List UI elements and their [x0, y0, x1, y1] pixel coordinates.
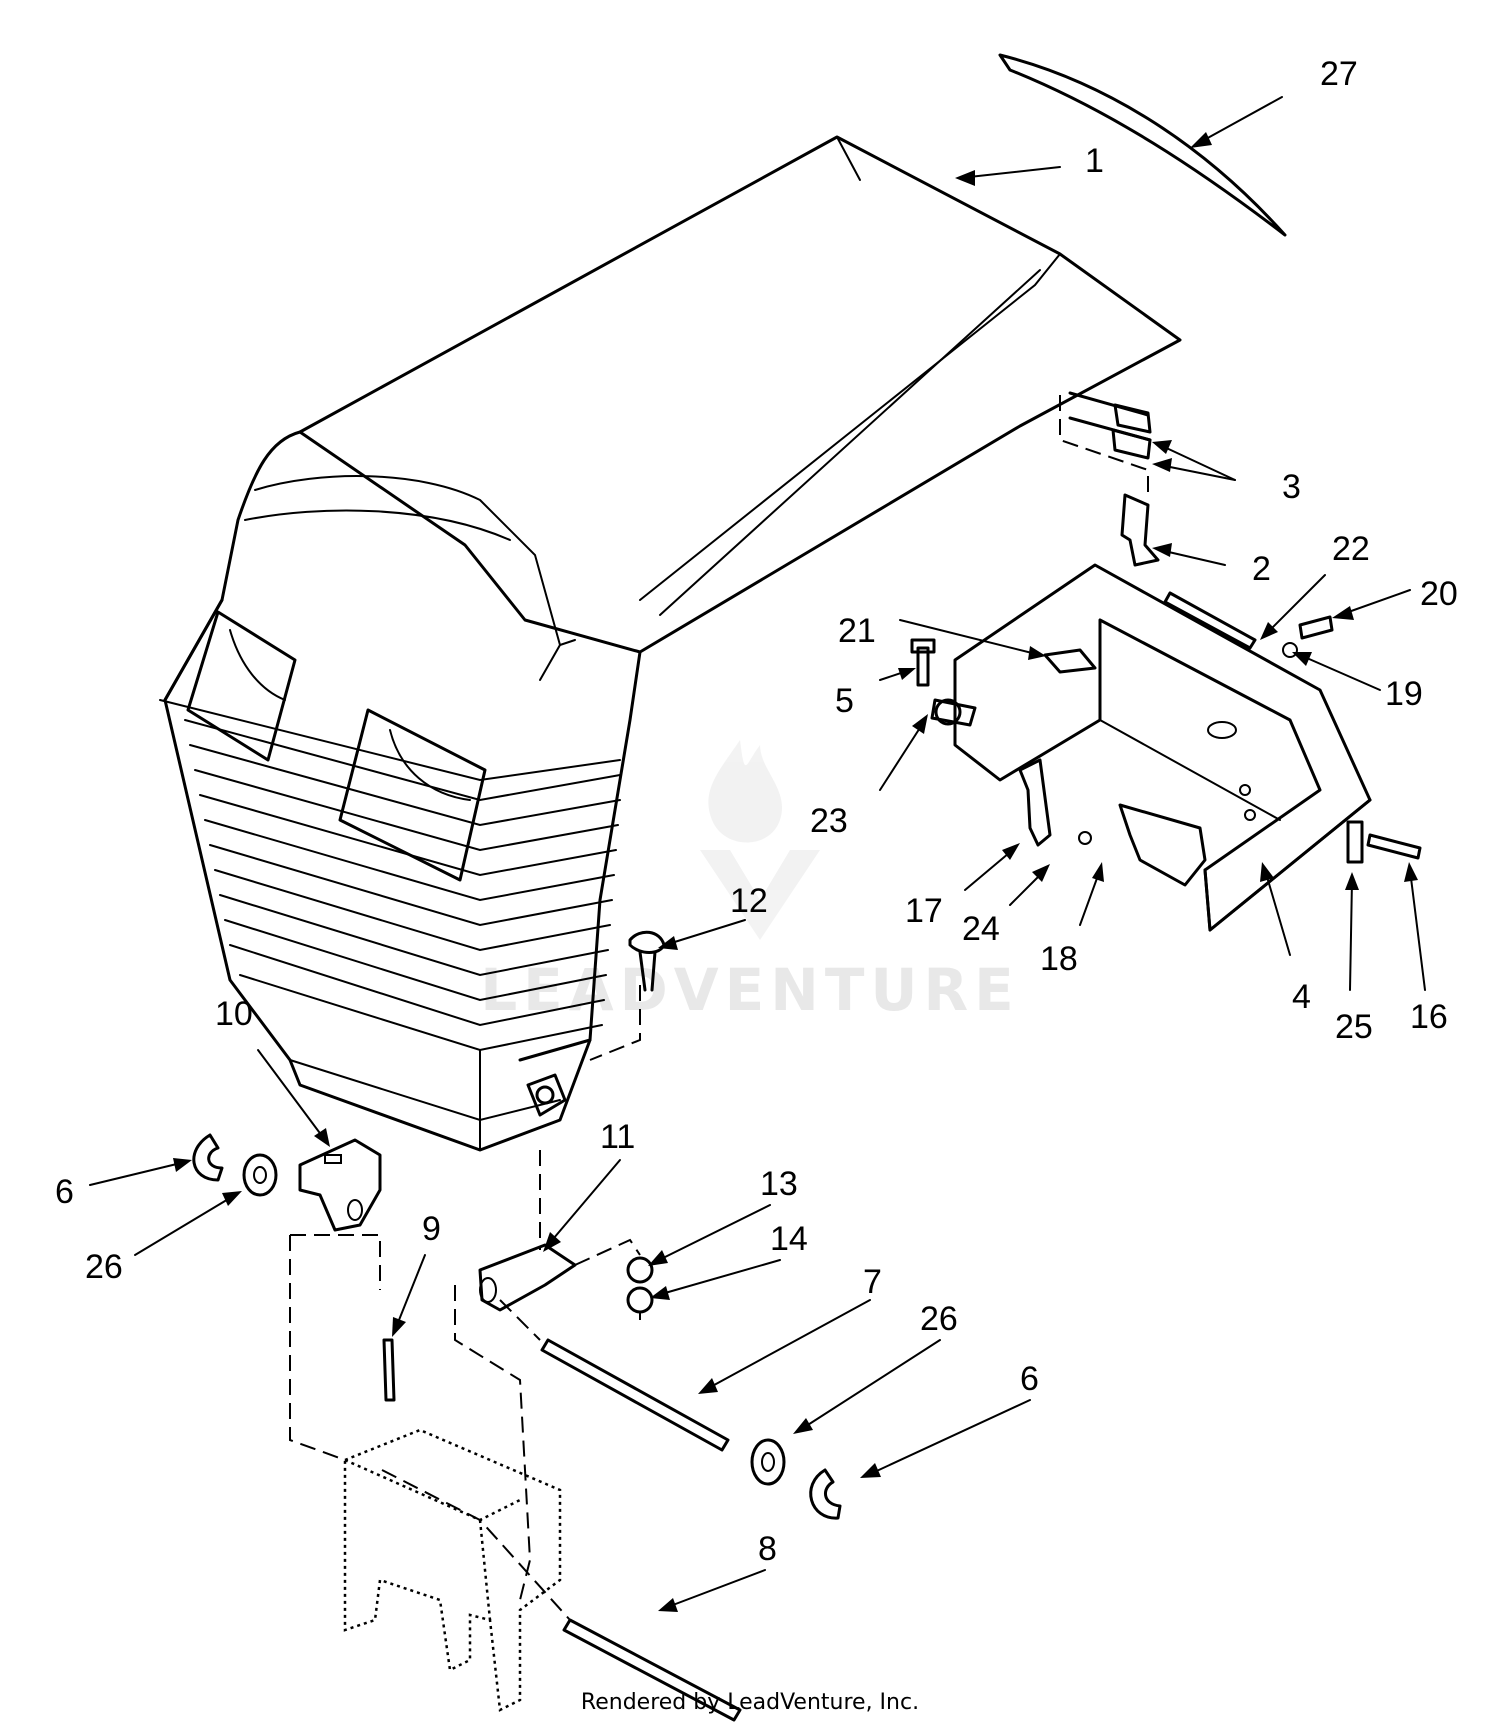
headlight-left [186, 610, 297, 762]
callout-25: 25 [1335, 1008, 1373, 1046]
spring [1163, 591, 1257, 650]
nut-14 [626, 1286, 654, 1314]
callout-21: 21 [838, 612, 876, 650]
callout-6-left: 6 [55, 1173, 74, 1211]
nut-13 [626, 1256, 654, 1284]
bolt [1298, 615, 1334, 640]
callout-1: 1 [1085, 142, 1104, 180]
callout-19: 19 [1385, 675, 1423, 713]
hinge-bracket-left [298, 1138, 382, 1232]
callout-20: 20 [1420, 575, 1458, 613]
callout-10: 10 [215, 995, 253, 1033]
clip [1346, 820, 1364, 864]
e-clip-left [192, 1133, 224, 1182]
callout-14: 14 [770, 1220, 808, 1258]
lever [1018, 758, 1052, 847]
hood [159, 135, 1182, 1152]
callout-18: 18 [1040, 940, 1078, 978]
callout-27: 27 [1320, 55, 1358, 93]
callout-7: 7 [863, 1263, 882, 1301]
e-clip-right [809, 1468, 842, 1520]
callout-26-left: 26 [85, 1248, 123, 1286]
hinge-rod [540, 1338, 730, 1452]
callout-24: 24 [962, 910, 1000, 948]
callout-16: 16 [1410, 998, 1448, 1036]
callout-23: 23 [810, 802, 848, 840]
callout-11: 11 [600, 1118, 635, 1156]
callout-17: 17 [905, 892, 943, 930]
hood-latch [526, 1073, 567, 1117]
callout-26-right: 26 [920, 1300, 958, 1338]
watermark-text: LEADVENTURE [480, 956, 1020, 1024]
roll-pin [382, 1338, 396, 1402]
footer-credit: Rendered by LeadVenture, Inc. [580, 1690, 920, 1715]
pins [1068, 391, 1152, 460]
callout-labels: 27 1 3 2 22 20 21 5 19 23 17 24 18 4 25 … [55, 55, 1458, 1568]
washer-right [750, 1438, 786, 1486]
axle-rod [562, 1618, 742, 1722]
hinge-bracket-right [478, 1243, 577, 1312]
hood-decal [998, 53, 1287, 237]
callout-5: 5 [835, 682, 854, 720]
callout-12: 12 [730, 882, 768, 920]
hood-bracket [953, 563, 1372, 932]
latch-plate [1118, 803, 1207, 887]
callout-22: 22 [1332, 530, 1370, 568]
callout-6-right: 6 [1020, 1360, 1039, 1398]
callout-13: 13 [760, 1165, 798, 1203]
latch [1120, 493, 1160, 567]
switch-bracket [910, 638, 1097, 727]
pin-long [1366, 833, 1422, 860]
washer-left [242, 1153, 278, 1197]
leader-arrows [89, 96, 1426, 1612]
alignment-lines [289, 395, 1149, 1621]
watermark-logo [700, 740, 820, 940]
callout-8: 8 [758, 1530, 777, 1568]
headlight-right [338, 708, 487, 882]
callout-3: 3 [1282, 468, 1301, 506]
callout-4: 4 [1292, 978, 1311, 1016]
callout-9: 9 [422, 1210, 441, 1248]
callout-2: 2 [1252, 550, 1271, 588]
grille-slats [184, 719, 621, 1052]
